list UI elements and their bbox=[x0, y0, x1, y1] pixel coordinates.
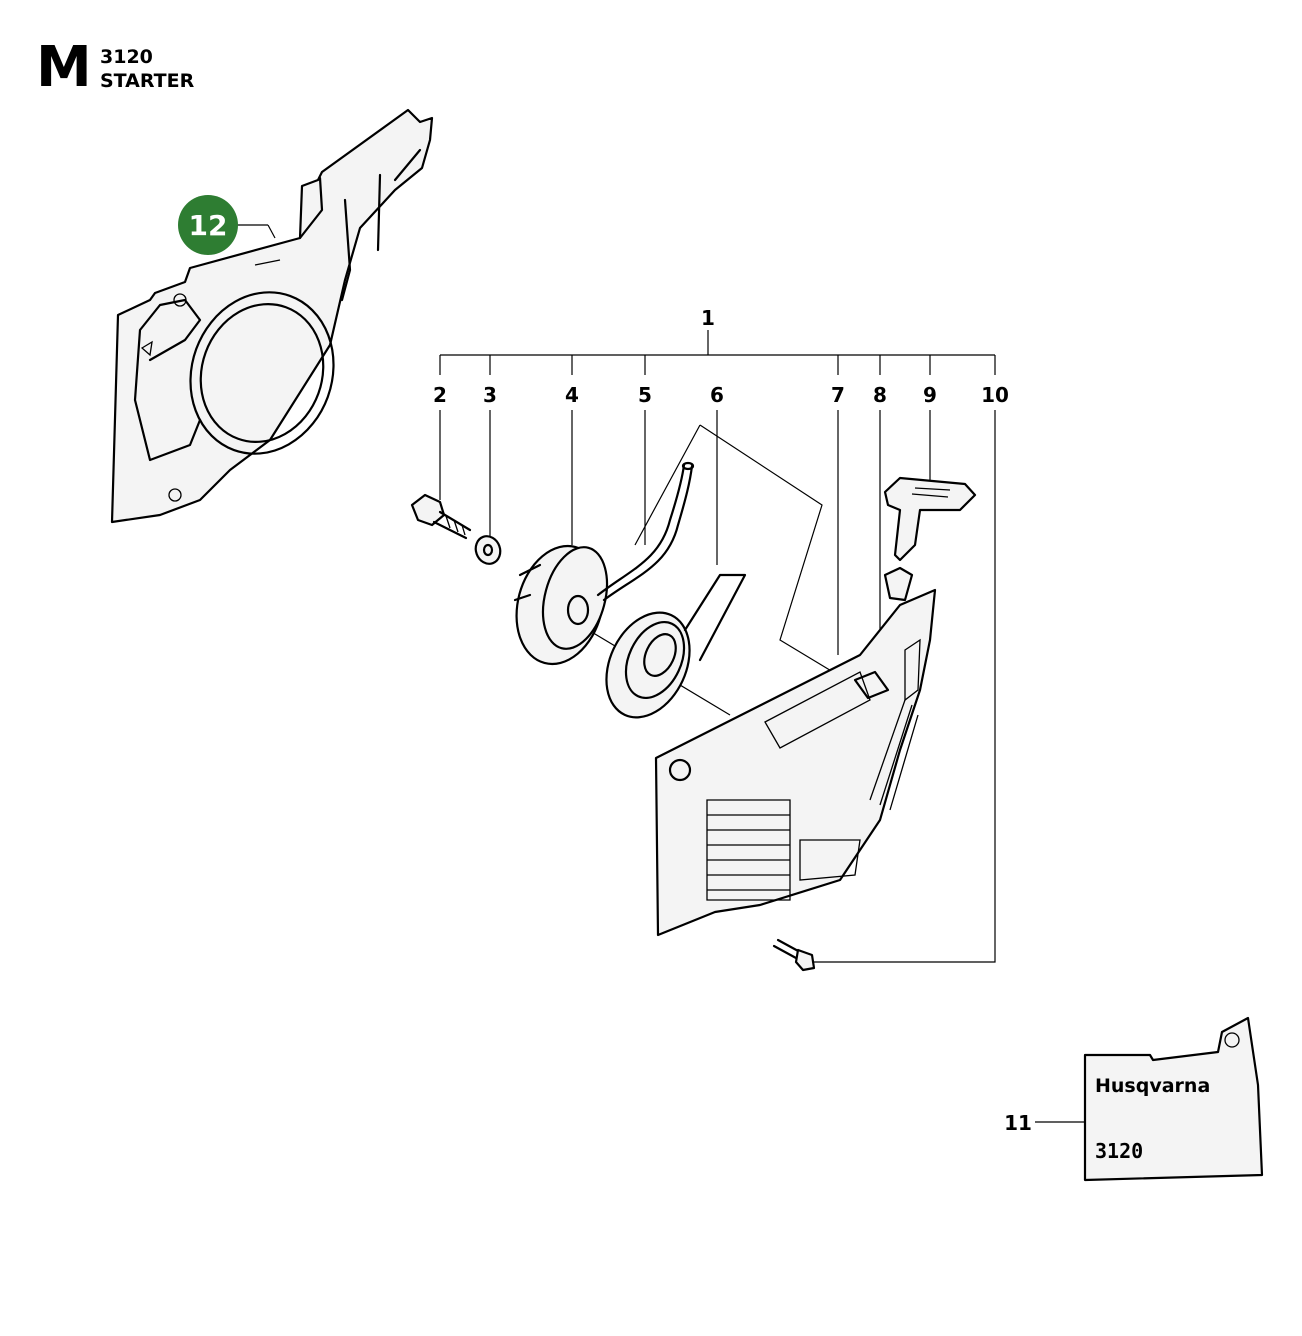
part-4-pulley bbox=[513, 544, 609, 666]
part-2-bolt bbox=[410, 493, 472, 540]
callout-12-badge: 12 bbox=[178, 195, 276, 255]
part-5-starter-rope bbox=[596, 461, 695, 602]
part-3-washer bbox=[474, 535, 502, 565]
callout-11: 11 bbox=[1004, 1111, 1032, 1135]
section-letter: M bbox=[36, 35, 92, 100]
part-11-decal: Husqvarna 3120 bbox=[1083, 1016, 1264, 1182]
part-8-rope-guide bbox=[883, 566, 914, 602]
callout-12: 12 bbox=[189, 209, 228, 242]
part-6-recoil-spring bbox=[605, 573, 747, 719]
part-7-starter-cover bbox=[654, 588, 937, 937]
callout-3: 3 bbox=[483, 383, 497, 407]
callout-6: 6 bbox=[710, 383, 724, 407]
page-header: M 3120 STARTER bbox=[36, 40, 336, 100]
model-number: 3120 bbox=[100, 46, 153, 68]
callout-8: 8 bbox=[873, 383, 887, 407]
callout-leaders bbox=[439, 410, 1085, 1123]
part-9-starter-handle bbox=[883, 476, 977, 562]
callout-2: 2 bbox=[433, 383, 447, 407]
callout-7: 7 bbox=[831, 383, 845, 407]
callout-1: 1 bbox=[701, 306, 715, 330]
callout-9: 9 bbox=[923, 383, 937, 407]
assembly-1-bracket bbox=[439, 330, 996, 375]
decal-brand: Husqvarna bbox=[1095, 1075, 1210, 1097]
callout-10: 10 bbox=[981, 383, 1009, 407]
callout-4: 4 bbox=[565, 383, 579, 407]
part-10-screw bbox=[772, 938, 816, 972]
part-12-housing-plate bbox=[110, 108, 434, 524]
section-title: STARTER bbox=[100, 70, 195, 92]
callout-5: 5 bbox=[638, 383, 652, 407]
decal-model: 3120 bbox=[1095, 1139, 1143, 1163]
